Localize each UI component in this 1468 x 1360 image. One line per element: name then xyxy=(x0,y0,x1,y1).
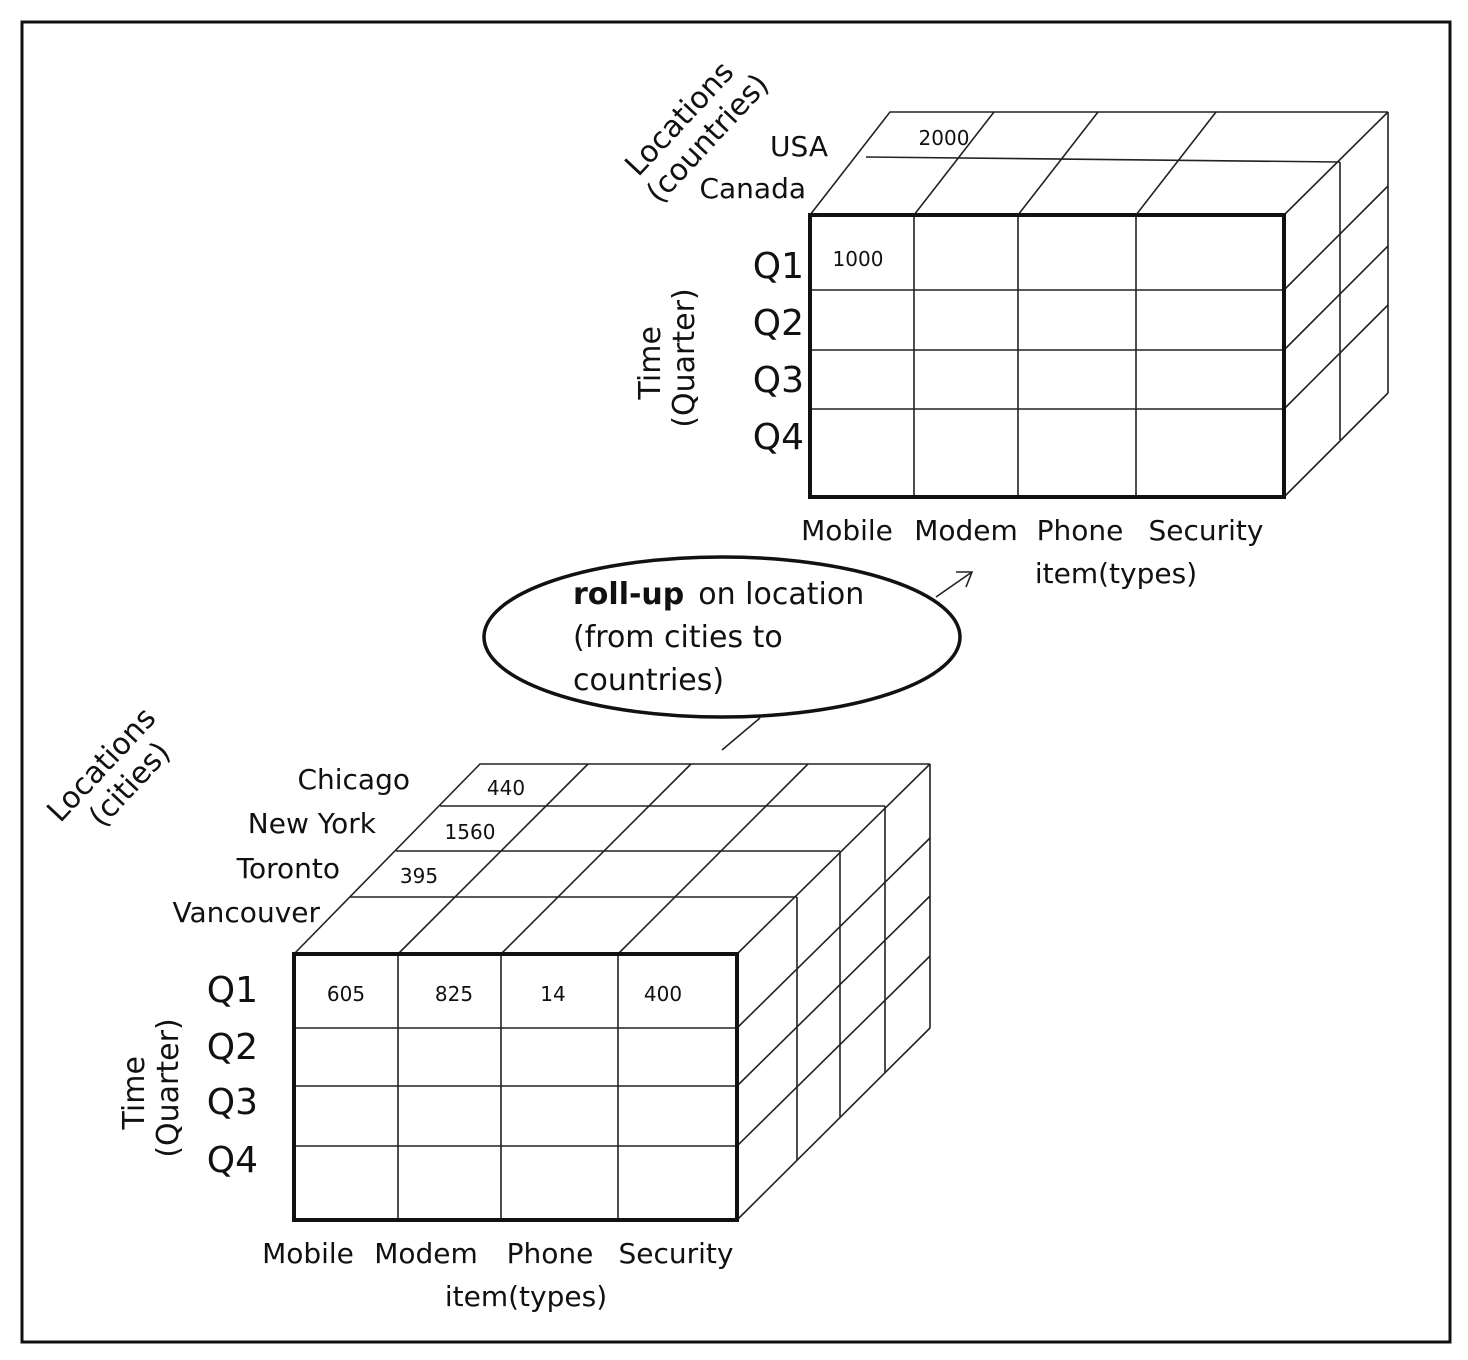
top-top-value-usa-mobile: 2000 xyxy=(919,126,970,150)
rollup-arrowhead xyxy=(956,571,974,588)
top-quarter-label: Q1 xyxy=(753,246,804,287)
bottom-item-label: Phone xyxy=(507,1237,594,1270)
top-location-label: USA xyxy=(770,130,828,163)
bottom-item-label: Mobile xyxy=(262,1237,354,1270)
top-item-label: Mobile xyxy=(801,514,893,547)
bottom-location-label: Vancouver xyxy=(173,896,321,929)
callout-bold: roll-up xyxy=(573,577,684,612)
bottom-quarter-label: Q1 xyxy=(207,970,258,1011)
top-location-label: Canada xyxy=(699,172,806,205)
callout-ellipse xyxy=(482,555,962,719)
bottom-cube-front-face xyxy=(292,952,739,1222)
bottom-top-value-chicago-mobile: 440 xyxy=(487,776,525,800)
rollup-arrow xyxy=(935,571,973,598)
top-cube-right-face xyxy=(1283,112,1389,498)
rollup-callout: roll-up on location (from cities to count… xyxy=(482,555,974,751)
top-item-label: Security xyxy=(1149,514,1264,547)
bottom-location-label: Toronto xyxy=(236,852,340,885)
callout-line3: countries) xyxy=(573,663,724,698)
bottom-cube-top-face xyxy=(293,763,931,955)
bottom-location-axis-label: Locations (cities) xyxy=(40,694,194,852)
bottom-location-label: Chicago xyxy=(297,763,410,796)
top-quarter-label: Q3 xyxy=(753,360,804,401)
top-cube-front-face xyxy=(808,213,1286,499)
bottom-time-axis-label: Time (Quarter) xyxy=(117,1018,186,1157)
top-front-value-q1-mobile: 1000 xyxy=(833,247,884,271)
top-cube: 1000 2000 Q1 Q2 Q3 Q4 USA Canada Mobile … xyxy=(618,55,1389,590)
bottom-front-value-q1-modem: 825 xyxy=(435,982,473,1006)
bottom-front-value-q1-phone: 14 xyxy=(540,982,565,1006)
bottom-quarter-label: Q2 xyxy=(207,1027,258,1068)
top-quarter-label: Q4 xyxy=(753,417,804,458)
top-time-axis-label: Time (Quarter) xyxy=(633,288,702,427)
callout-line1-rest: on location xyxy=(698,577,864,612)
figure-frame xyxy=(20,20,1452,1344)
top-item-label: Phone xyxy=(1037,514,1124,547)
callout-line1: roll-up on location xyxy=(573,577,864,612)
callout-tail xyxy=(721,717,761,751)
bottom-item-label: Security xyxy=(619,1237,734,1270)
top-item-axis-label: item(types) xyxy=(1035,557,1197,590)
bottom-quarter-label: Q4 xyxy=(207,1140,258,1181)
bottom-front-value-q1-security: 400 xyxy=(644,982,682,1006)
top-item-label: Modem xyxy=(914,514,1018,547)
top-cube-top-face xyxy=(809,111,1389,216)
bottom-top-value-toronto-mobile: 395 xyxy=(400,864,438,888)
bottom-item-label: Modem xyxy=(374,1237,478,1270)
bottom-front-value-q1-mobile: 605 xyxy=(327,982,365,1006)
bottom-quarter-label: Q3 xyxy=(207,1082,258,1123)
bottom-item-axis-label: item(types) xyxy=(445,1280,607,1313)
bottom-cube-right-face xyxy=(736,764,931,1221)
bottom-cube: 605 825 14 400 440 1560 395 Q1 Q2 Q3 Q4 … xyxy=(40,694,931,1313)
bottom-location-label: New York xyxy=(248,807,377,840)
callout-line2: (from cities to xyxy=(573,620,783,655)
top-quarter-label: Q2 xyxy=(753,303,804,344)
bottom-top-value-newyork-mobile: 1560 xyxy=(445,820,496,844)
